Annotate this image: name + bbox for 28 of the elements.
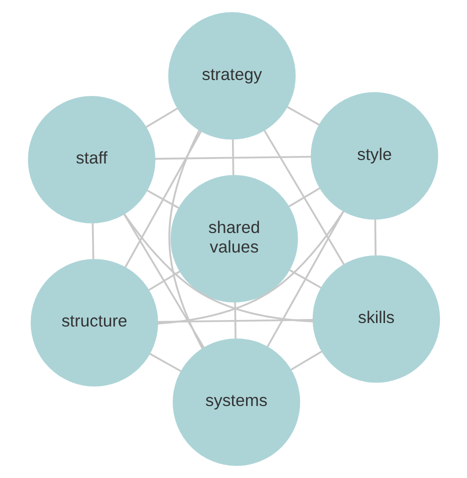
connector — [286, 106, 320, 126]
connector — [145, 107, 178, 128]
connector — [266, 210, 344, 348]
node-circle: systems — [172, 338, 300, 466]
connector — [148, 352, 182, 372]
connector — [148, 270, 180, 291]
connector — [288, 187, 320, 208]
node-circle: shared values — [170, 175, 298, 302]
connector — [374, 219, 376, 256]
connector — [263, 130, 344, 266]
connector — [157, 318, 313, 323]
node-circle: staff — [27, 96, 155, 224]
connector — [290, 350, 322, 371]
connector — [168, 130, 203, 349]
connector — [91, 223, 94, 260]
connector — [288, 269, 321, 289]
connector — [123, 214, 313, 322]
connector — [146, 190, 179, 209]
node-circle: style — [310, 92, 438, 220]
connector — [124, 130, 202, 268]
connector — [122, 214, 204, 348]
node-circle: strategy — [168, 12, 296, 140]
connector — [154, 156, 311, 160]
connector — [231, 139, 234, 176]
node-circle: skills — [312, 255, 440, 383]
connector — [157, 210, 344, 324]
connector — [234, 302, 236, 339]
node-circle: structure — [30, 259, 158, 386]
